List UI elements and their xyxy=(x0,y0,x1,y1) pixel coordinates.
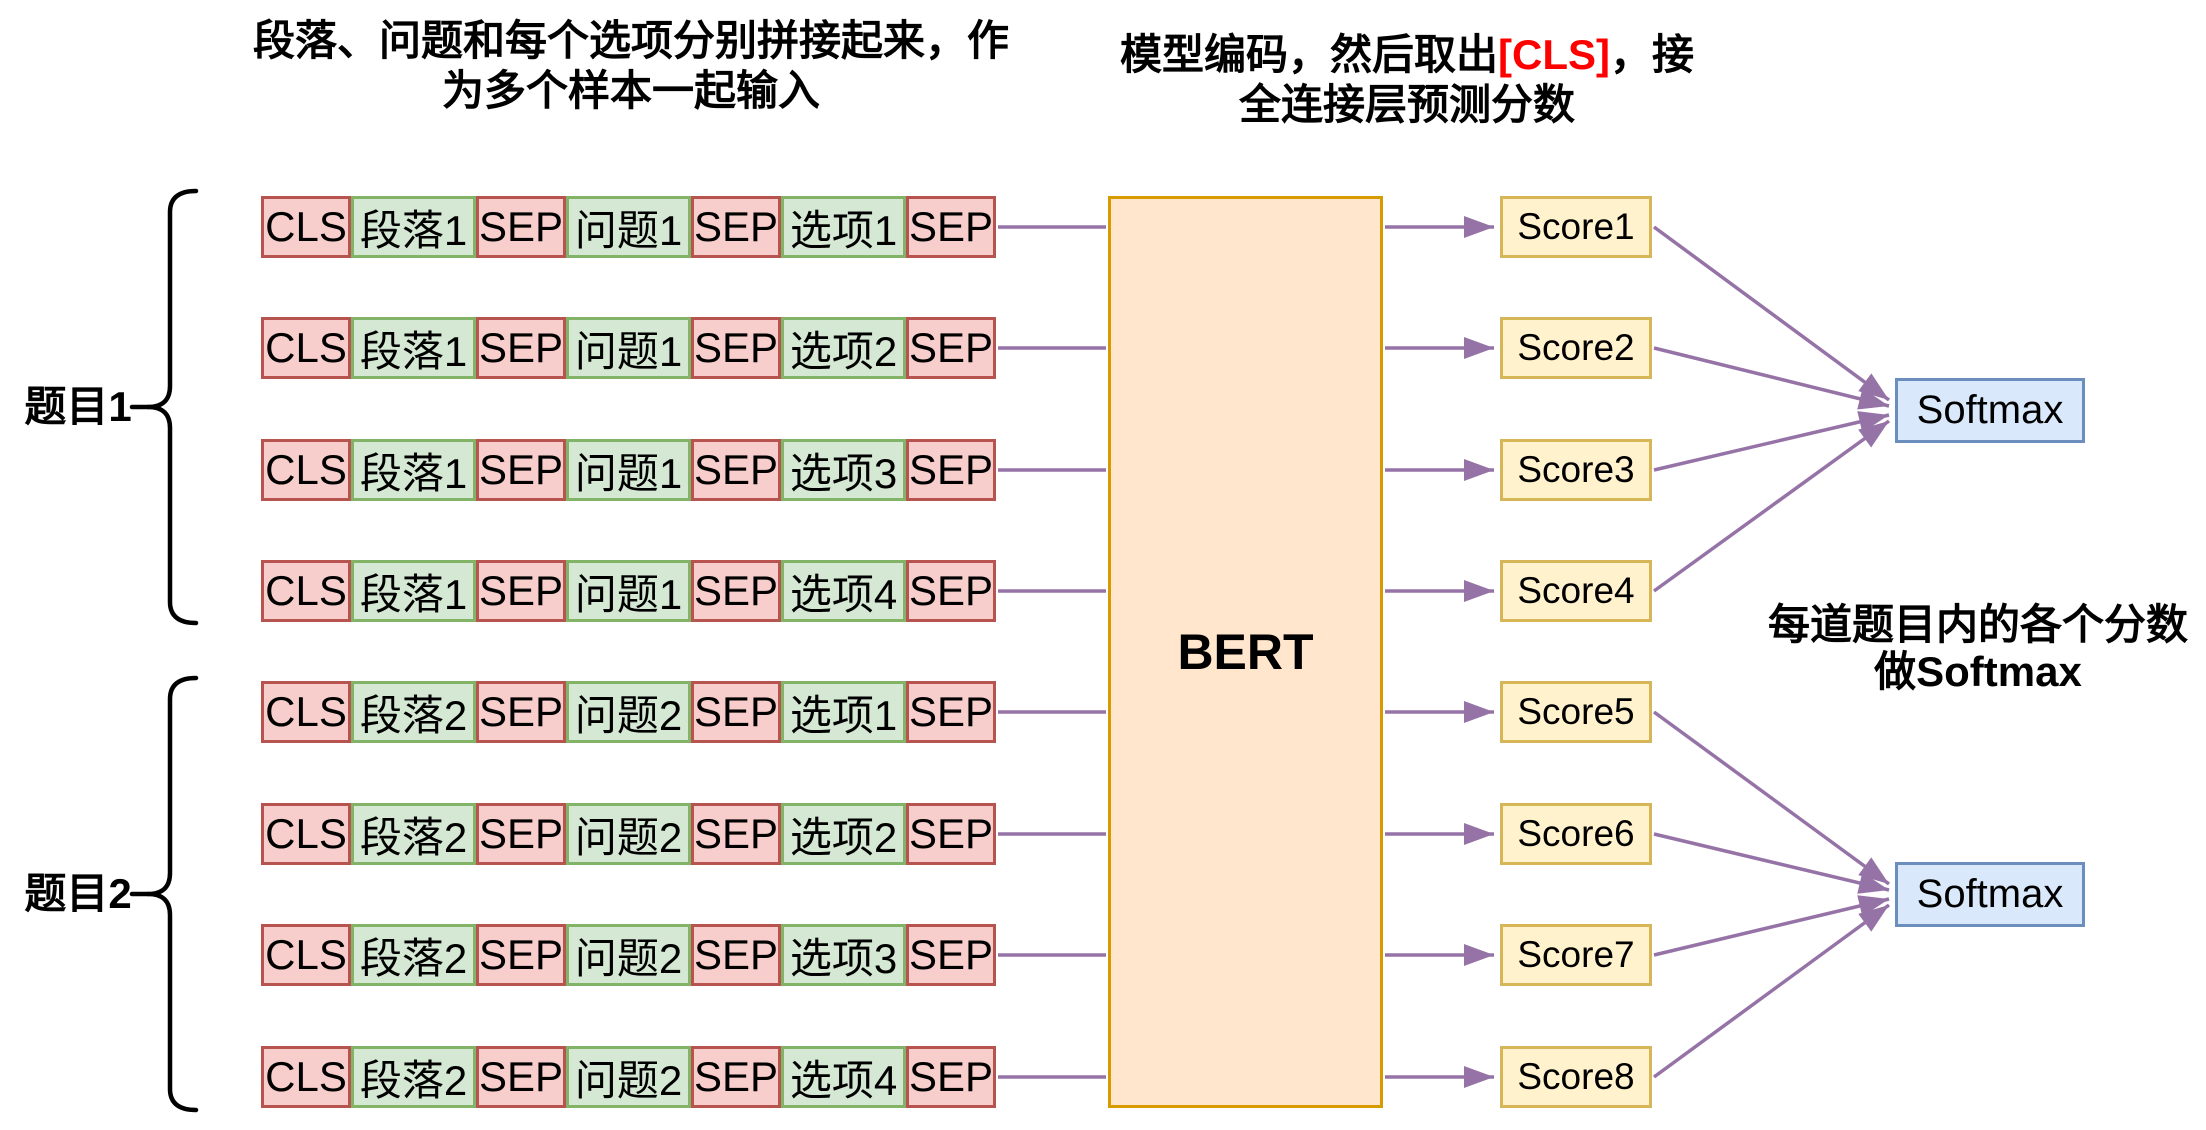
arrow-score1-to-softmax1 xyxy=(1652,225,1891,402)
token-sep: SEP xyxy=(476,560,566,622)
token-sep: SEP xyxy=(476,439,566,501)
score-box-5: Score5 xyxy=(1500,681,1652,743)
token-option: 选项2 xyxy=(781,803,906,865)
score-box-3: Score3 xyxy=(1500,439,1652,501)
input-row-5: CLS 段落2 SEP 问题2 SEP 选项1 SEP xyxy=(261,681,996,743)
token-sep: SEP xyxy=(906,1046,996,1108)
token-sep: SEP xyxy=(476,317,566,379)
token-question: 问题1 xyxy=(566,196,691,258)
token-passage: 段落2 xyxy=(351,803,476,865)
token-sep: SEP xyxy=(691,681,781,743)
token-passage: 段落1 xyxy=(351,439,476,501)
token-sep: SEP xyxy=(906,196,996,258)
input-row-8: CLS 段落2 SEP 问题2 SEP 选项4 SEP xyxy=(261,1046,996,1108)
token-sep: SEP xyxy=(691,439,781,501)
note-encode-pre: 模型编码，然后取出 xyxy=(1119,31,1498,78)
input-row-7: CLS 段落2 SEP 问题2 SEP 选项3 SEP xyxy=(261,924,996,986)
token-sep: SEP xyxy=(476,1046,566,1108)
token-sep: SEP xyxy=(906,924,996,986)
note-bert-encode: 模型编码，然后取出[CLS]，接 全连接层预测分数 xyxy=(957,30,1857,130)
arrow-score4-to-softmax1 xyxy=(1652,419,1891,593)
token-sep: SEP xyxy=(691,1046,781,1108)
token-cls: CLS xyxy=(261,803,351,865)
input-row-4: CLS 段落1 SEP 问题1 SEP 选项4 SEP xyxy=(261,560,996,622)
token-passage: 段落1 xyxy=(351,317,476,379)
score-box-6: Score6 xyxy=(1500,803,1652,865)
arrow-score5-to-softmax2 xyxy=(1652,710,1891,886)
note-softmax-line1: 每道题目内的各个分数 xyxy=(1767,601,2188,648)
token-passage: 段落2 xyxy=(351,1046,476,1108)
token-sep: SEP xyxy=(906,803,996,865)
token-sep: SEP xyxy=(476,803,566,865)
softmax-box-2: Softmax xyxy=(1895,862,2085,927)
note-encode-cls-highlight: [CLS] xyxy=(1498,31,1610,78)
token-cls: CLS xyxy=(261,439,351,501)
token-cls: CLS xyxy=(261,196,351,258)
input-row-3: CLS 段落1 SEP 问题1 SEP 选项3 SEP xyxy=(261,439,996,501)
token-option: 选项4 xyxy=(781,1046,906,1108)
bert-model-box: BERT xyxy=(1108,196,1383,1108)
token-question: 问题2 xyxy=(566,1046,691,1108)
token-passage: 段落1 xyxy=(351,560,476,622)
token-sep: SEP xyxy=(691,924,781,986)
token-cls: CLS xyxy=(261,317,351,379)
token-sep: SEP xyxy=(691,317,781,379)
arrow-score6-to-softmax2 xyxy=(1653,832,1890,894)
token-cls: CLS xyxy=(261,560,351,622)
arrow-score3-to-softmax1 xyxy=(1653,411,1890,472)
score-box-4: Score4 xyxy=(1500,560,1652,622)
token-option: 选项3 xyxy=(781,924,906,986)
score-box-1: Score1 xyxy=(1500,196,1652,258)
token-option: 选项3 xyxy=(781,439,906,501)
score-box-7: Score7 xyxy=(1500,924,1652,986)
token-cls: CLS xyxy=(261,1046,351,1108)
brace-group-1 xyxy=(145,188,199,626)
input-row-1: CLS 段落1 SEP 问题1 SEP 选项1 SEP xyxy=(261,196,996,258)
token-question: 问题2 xyxy=(566,803,691,865)
arrow-score7-to-softmax2 xyxy=(1653,895,1890,957)
arrow-score8-to-softmax2 xyxy=(1652,903,1891,1079)
token-sep: SEP xyxy=(906,560,996,622)
token-cls: CLS xyxy=(261,924,351,986)
note-input-line2: 为多个样本一起输入 xyxy=(441,67,820,114)
token-option: 选项2 xyxy=(781,317,906,379)
note-encode-line1: 模型编码，然后取出[CLS]，接 xyxy=(957,30,1857,80)
note-softmax-line2: 做Softmax xyxy=(1874,648,2082,695)
token-option: 选项4 xyxy=(781,560,906,622)
token-option: 选项1 xyxy=(781,681,906,743)
group-label-question2: 题目2 xyxy=(24,870,132,917)
note-softmax-per-question: 每道题目内的各个分数 做Softmax xyxy=(1728,601,2206,695)
token-sep: SEP xyxy=(906,439,996,501)
input-row-6: CLS 段落2 SEP 问题2 SEP 选项2 SEP xyxy=(261,803,996,865)
token-sep: SEP xyxy=(476,196,566,258)
group-label-question1: 题目1 xyxy=(24,383,132,430)
token-question: 问题2 xyxy=(566,924,691,986)
token-sep: SEP xyxy=(691,560,781,622)
input-row-2: CLS 段落1 SEP 问题1 SEP 选项2 SEP xyxy=(261,317,996,379)
softmax-box-1: Softmax xyxy=(1895,378,2085,443)
token-question: 问题1 xyxy=(566,560,691,622)
token-sep: SEP xyxy=(691,196,781,258)
arrow-score2-to-softmax1 xyxy=(1653,346,1890,410)
brace-group-2 xyxy=(145,675,199,1113)
token-sep: SEP xyxy=(691,803,781,865)
note-input-concat: 段落、问题和每个选项分别拼接起来，作 为多个样本一起输入 xyxy=(131,16,1131,116)
token-passage: 段落2 xyxy=(351,924,476,986)
token-sep: SEP xyxy=(476,924,566,986)
token-question: 问题1 xyxy=(566,317,691,379)
score-box-2: Score2 xyxy=(1500,317,1652,379)
token-question: 问题1 xyxy=(566,439,691,501)
token-passage: 段落1 xyxy=(351,196,476,258)
token-cls: CLS xyxy=(261,681,351,743)
note-encode-post: ，接 xyxy=(1609,31,1694,78)
token-sep: SEP xyxy=(906,681,996,743)
token-passage: 段落2 xyxy=(351,681,476,743)
score-box-8: Score8 xyxy=(1500,1046,1652,1108)
note-encode-line2: 全连接层预测分数 xyxy=(1238,81,1575,128)
note-input-line1: 段落、问题和每个选项分别拼接起来，作 xyxy=(252,17,1009,64)
token-sep: SEP xyxy=(906,317,996,379)
token-option: 选项1 xyxy=(781,196,906,258)
token-sep: SEP xyxy=(476,681,566,743)
token-question: 问题2 xyxy=(566,681,691,743)
